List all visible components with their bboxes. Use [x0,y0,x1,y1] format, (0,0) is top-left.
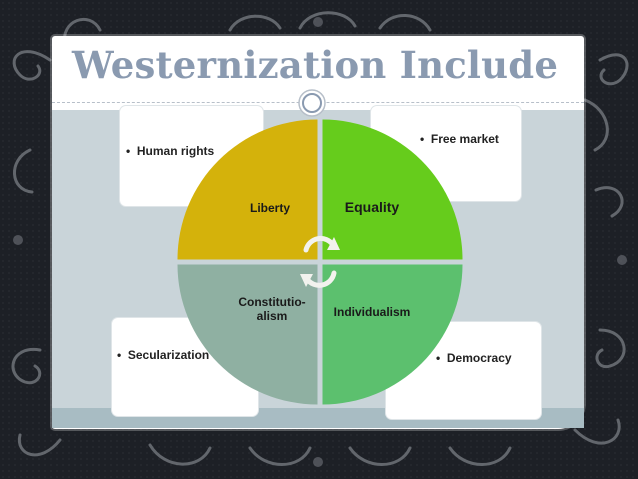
card-text-free-market: Free market [420,132,499,146]
quadrant-label-line: Liberty [250,201,290,215]
quadrant-tl [177,119,318,260]
quadrant-label-tl: Liberty [250,201,290,215]
cycle-arrows-icon [300,235,340,288]
quadrant-label-line: Constitutio- [238,295,305,309]
quadrant-tr [322,119,463,260]
quadrant-br [322,264,463,405]
quadrant-bl [177,264,318,405]
card-text-human-rights: Human rights [126,144,214,158]
card-text-democracy: Democracy [436,351,512,365]
quadrant-label-line: Individualism [334,305,411,319]
quadrant-label-line: alism [257,309,288,323]
quadrant-label-bl: Constitutio-alism [238,295,305,323]
quadrant-label-tr: Equality [345,199,400,215]
card-text-secularization: Secularization [117,348,209,362]
page-title: Westernization Include [72,43,559,87]
quadrant-label-br: Individualism [334,305,411,319]
quadrant-label-line: Equality [345,199,400,215]
title-knob-icon [298,89,326,117]
